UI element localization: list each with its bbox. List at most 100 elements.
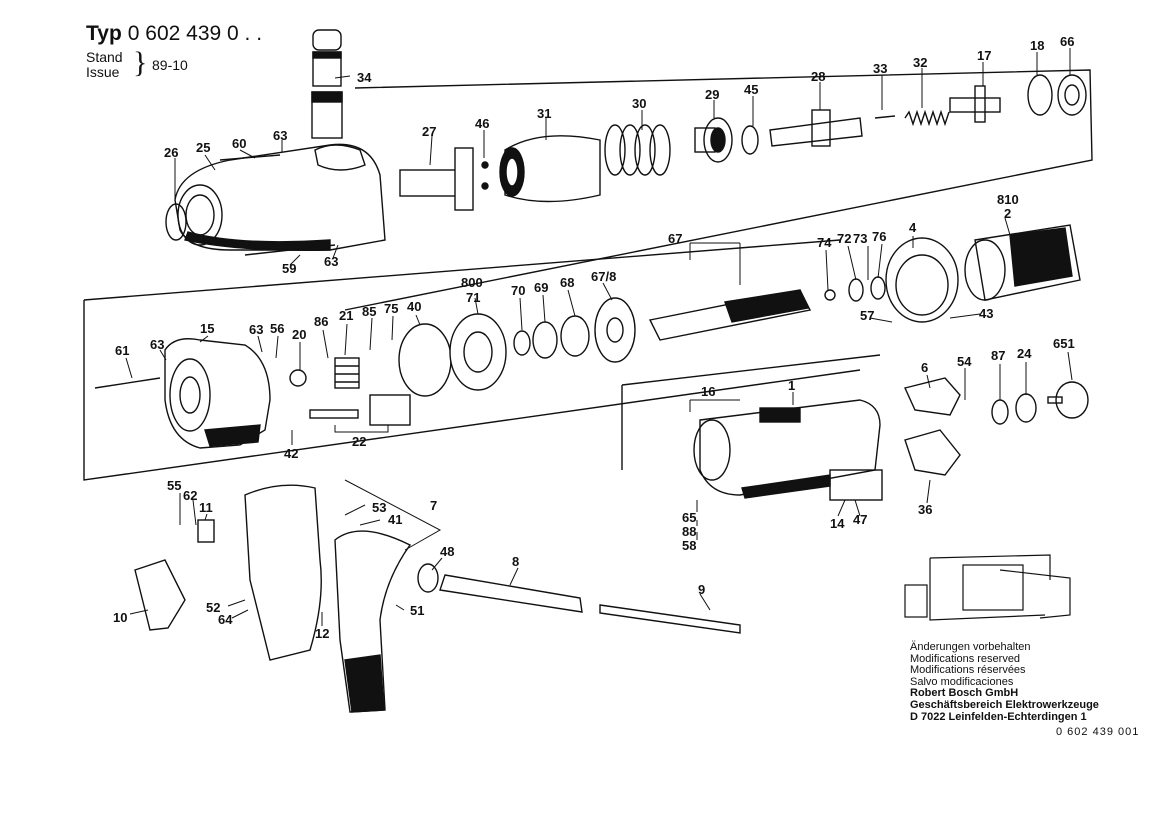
brush-87 xyxy=(991,399,1009,425)
part-label-62: 62 xyxy=(183,488,197,503)
knob-651 xyxy=(1047,381,1089,419)
brace-symbol: } xyxy=(133,46,148,79)
part-label-86: 86 xyxy=(314,314,328,329)
spindle xyxy=(311,29,343,139)
part-label-800: 800 xyxy=(461,275,483,290)
part-label-68: 68 xyxy=(560,275,574,290)
part-label-75: 75 xyxy=(384,301,398,316)
stand-issue-labels: Stand Issue xyxy=(86,50,123,80)
notes-block: Änderungen vorbehalten Modifications res… xyxy=(910,641,1099,723)
brush-holder xyxy=(904,377,961,416)
issue-label: Issue xyxy=(86,64,120,80)
part-label-66: 66 xyxy=(1060,34,1074,49)
part-label-7: 7 xyxy=(430,498,437,513)
part-label-51: 51 xyxy=(410,603,424,618)
part-label-63d: 63 xyxy=(249,322,263,337)
ball-bearing xyxy=(1057,74,1087,116)
stand-label: Stand xyxy=(86,49,123,65)
housing-frame xyxy=(621,354,881,470)
part-label-6: 6 xyxy=(921,360,928,375)
o-ring xyxy=(398,323,452,397)
part-label-1: 1 xyxy=(788,378,795,393)
washer-70 xyxy=(513,330,531,356)
part-label-10: 10 xyxy=(113,610,127,625)
bearing-20 xyxy=(289,369,307,387)
part-label-36: 36 xyxy=(918,502,932,517)
note-fr: Modifications réservées xyxy=(910,664,1026,677)
armature xyxy=(648,289,812,341)
middle-frame xyxy=(83,300,861,481)
part-label-76: 76 xyxy=(872,229,886,244)
middle-frame-top xyxy=(83,239,841,301)
part-label-25: 25 xyxy=(196,140,210,155)
part-label-48: 48 xyxy=(440,544,454,559)
part-label-32: 32 xyxy=(913,55,927,70)
part-label-54: 54 xyxy=(957,354,972,369)
part-label-67: 67 xyxy=(668,231,682,246)
note-en: Modifications reserved xyxy=(910,652,1021,665)
part-label-9: 9 xyxy=(698,582,705,597)
part-label-56: 56 xyxy=(270,321,284,336)
part-label-73: 73 xyxy=(853,231,867,246)
part-label-46: 46 xyxy=(475,116,489,131)
part-label-57: 57 xyxy=(860,308,874,323)
part-label-16: 16 xyxy=(701,384,715,399)
hammer-cylinder xyxy=(499,135,601,203)
part-label-2: 2 xyxy=(1004,206,1011,221)
part-label-85: 85 xyxy=(362,304,376,319)
fan xyxy=(594,297,636,363)
document-number: 0 602 439 001 xyxy=(1056,726,1140,738)
company-address: D 7022 Leinfelden-Echterdingen 1 xyxy=(910,710,1087,723)
part-label-67-8: 67/8 xyxy=(591,269,616,284)
long-screw xyxy=(94,377,161,389)
part-label-88: 88 xyxy=(682,524,696,539)
bearing-72 xyxy=(848,278,864,302)
bearing-68 xyxy=(560,315,590,357)
field-housing xyxy=(885,237,959,323)
part-label-64: 64 xyxy=(218,612,233,627)
bearing-disc xyxy=(1027,74,1053,116)
part-label-29: 29 xyxy=(705,87,719,102)
revision-date: 89-10 xyxy=(152,57,188,73)
washer-74 xyxy=(824,289,836,301)
handle-shell xyxy=(244,484,412,713)
model-code: 0 602 439 0 . . xyxy=(127,22,263,45)
part-label-69: 69 xyxy=(534,280,548,295)
gear-22 xyxy=(309,394,411,426)
part-label-63a: 63 xyxy=(273,128,287,143)
part-label-58: 58 xyxy=(682,538,696,553)
part-label-33: 33 xyxy=(873,61,887,76)
nameplate xyxy=(829,469,883,501)
bearing-69 xyxy=(532,321,558,359)
part-label-53: 53 xyxy=(372,500,386,515)
motor-housing xyxy=(693,399,881,499)
part-label-18: 18 xyxy=(1030,38,1044,53)
part-label-22: 22 xyxy=(352,434,366,449)
part-label-42: 42 xyxy=(284,446,298,461)
part-label-40: 40 xyxy=(407,299,421,314)
switch xyxy=(134,559,186,631)
part-label-63c: 63 xyxy=(150,337,164,352)
ring-76 xyxy=(870,276,886,300)
part-label-651: 651 xyxy=(1053,336,1075,351)
part-label-60: 60 xyxy=(232,136,246,151)
part-label-72: 72 xyxy=(837,231,851,246)
part-label-47: 47 xyxy=(853,512,867,527)
cap-24 xyxy=(1015,393,1037,423)
small-spring xyxy=(904,109,950,127)
brush-holder-36 xyxy=(904,429,961,476)
part-label-24: 24 xyxy=(1017,346,1032,361)
part-label-4: 4 xyxy=(909,220,917,235)
part-label-74: 74 xyxy=(817,235,832,250)
part-label-45: 45 xyxy=(744,82,758,97)
part-label-70: 70 xyxy=(511,283,525,298)
part-label-810: 810 xyxy=(997,192,1019,207)
note-es: Salvo modificaciones xyxy=(910,675,1014,688)
part-label-59: 59 xyxy=(282,261,296,276)
retaining-ring xyxy=(741,125,759,155)
part-label-65: 65 xyxy=(682,510,696,525)
part-label-87: 87 xyxy=(991,348,1005,363)
part-label-20: 20 xyxy=(292,327,306,342)
part-label-8: 8 xyxy=(512,554,519,569)
